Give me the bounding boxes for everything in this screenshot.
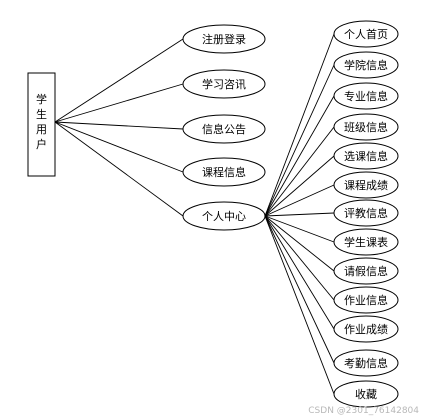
connector-root-to-level1 [54,83,184,123]
root-node-char-2: 生 [36,107,47,121]
child-node-label: 个人首页 [344,27,388,41]
connector-personal-center-to-child [264,212,335,217]
child-node: 作业信息 [333,286,399,314]
child-node-ellipse [333,82,399,110]
child-node: 选课信息 [333,142,399,170]
child-node-label: 学院信息 [344,58,388,72]
connector-root-to-level1 [54,38,184,123]
level1-node: 个人中心 [182,201,266,231]
connector-personal-center-to-child [264,126,335,217]
child-node: 考勤信息 [333,349,399,377]
child-node-ellipse [333,286,399,314]
child-node-ellipse [333,20,399,48]
level1-node-ellipse [182,114,266,144]
level1-node-label: 个人中心 [202,210,246,223]
child-node-ellipse [333,349,399,377]
child-node-ellipse [333,113,399,141]
level1-node-ellipse [182,157,266,187]
level1-node-ellipse [182,24,266,54]
connector-personal-center-to-child [264,215,335,301]
child-node-ellipse [333,380,399,408]
child-node: 课程成绩 [333,171,399,199]
root-node-char-1: 学 [36,92,47,106]
child-node-ellipse [333,171,399,199]
connector-root-to-level1 [54,121,184,217]
child-node: 班级信息 [333,113,399,141]
connector-personal-center-to-child [264,95,335,217]
level1-node: 注册登录 [182,24,266,54]
child-node-label: 作业信息 [344,293,388,307]
connector-personal-center-to-child [264,33,335,217]
connector-personal-center-to-child [264,64,335,217]
child-node-label: 评教信息 [344,206,388,220]
child-node: 学生课表 [333,228,399,256]
child-node-ellipse [333,142,399,170]
child-node-label: 考勤信息 [344,356,388,370]
connector-personal-center-to-child [264,215,335,395]
child-node: 作业成绩 [333,315,399,343]
child-node-ellipse [333,228,399,256]
watermark: CSDN @2301_76142804 [308,406,419,416]
child-node-label: 专业信息 [344,89,388,103]
root-node-char-4: 户 [36,137,47,151]
root-node: 学 生 用 户 [27,72,56,177]
level1-node-label: 学习咨讯 [202,77,246,91]
child-node-ellipse [333,51,399,79]
connector-personal-center-to-child [264,215,335,243]
level1-node-ellipse [182,201,266,231]
child-node-label: 作业成绩 [344,323,388,336]
personal-center-children: 个人首页学院信息专业信息班级信息选课信息课程成绩评教信息学生课表请假信息作业信息… [333,20,399,408]
level1-node-label: 注册登录 [202,32,246,46]
child-node-label: 请假信息 [344,264,388,278]
level1-node: 信息公告 [182,114,266,144]
child-node-ellipse [333,315,399,343]
level1-node: 课程信息 [182,157,266,187]
level1-node: 学习咨讯 [182,69,266,99]
child-node: 请假信息 [333,257,399,285]
level1-node-label: 课程信息 [202,165,246,179]
connector-personal-center-to-child [264,184,335,217]
level1-node-ellipse [182,69,266,99]
child-node-ellipse [333,199,399,227]
connector-root-to-level1 [54,121,184,173]
connector-personal-center-to-child [264,155,335,217]
connector-personal-center-to-child [264,215,335,364]
child-node: 专业信息 [333,82,399,110]
child-node-ellipse [333,257,399,285]
root-node-box [27,72,56,177]
child-node: 评教信息 [333,199,399,227]
child-node-label: 收藏 [355,387,377,401]
level1-node-label: 信息公告 [202,122,246,136]
connector-personal-center-to-child [264,215,335,330]
connector-personal-center-to-child [264,215,335,272]
connector-lines [54,33,335,395]
child-node: 收藏 [333,380,399,408]
child-node-label: 课程成绩 [344,179,388,192]
child-node-label: 班级信息 [344,120,388,134]
child-node: 个人首页 [333,20,399,48]
root-node-char-3: 用 [36,123,47,136]
child-node: 学院信息 [333,51,399,79]
child-node-label: 学生课表 [344,235,388,249]
connector-root-to-level1 [54,121,184,130]
child-node-label: 选课信息 [344,149,388,163]
